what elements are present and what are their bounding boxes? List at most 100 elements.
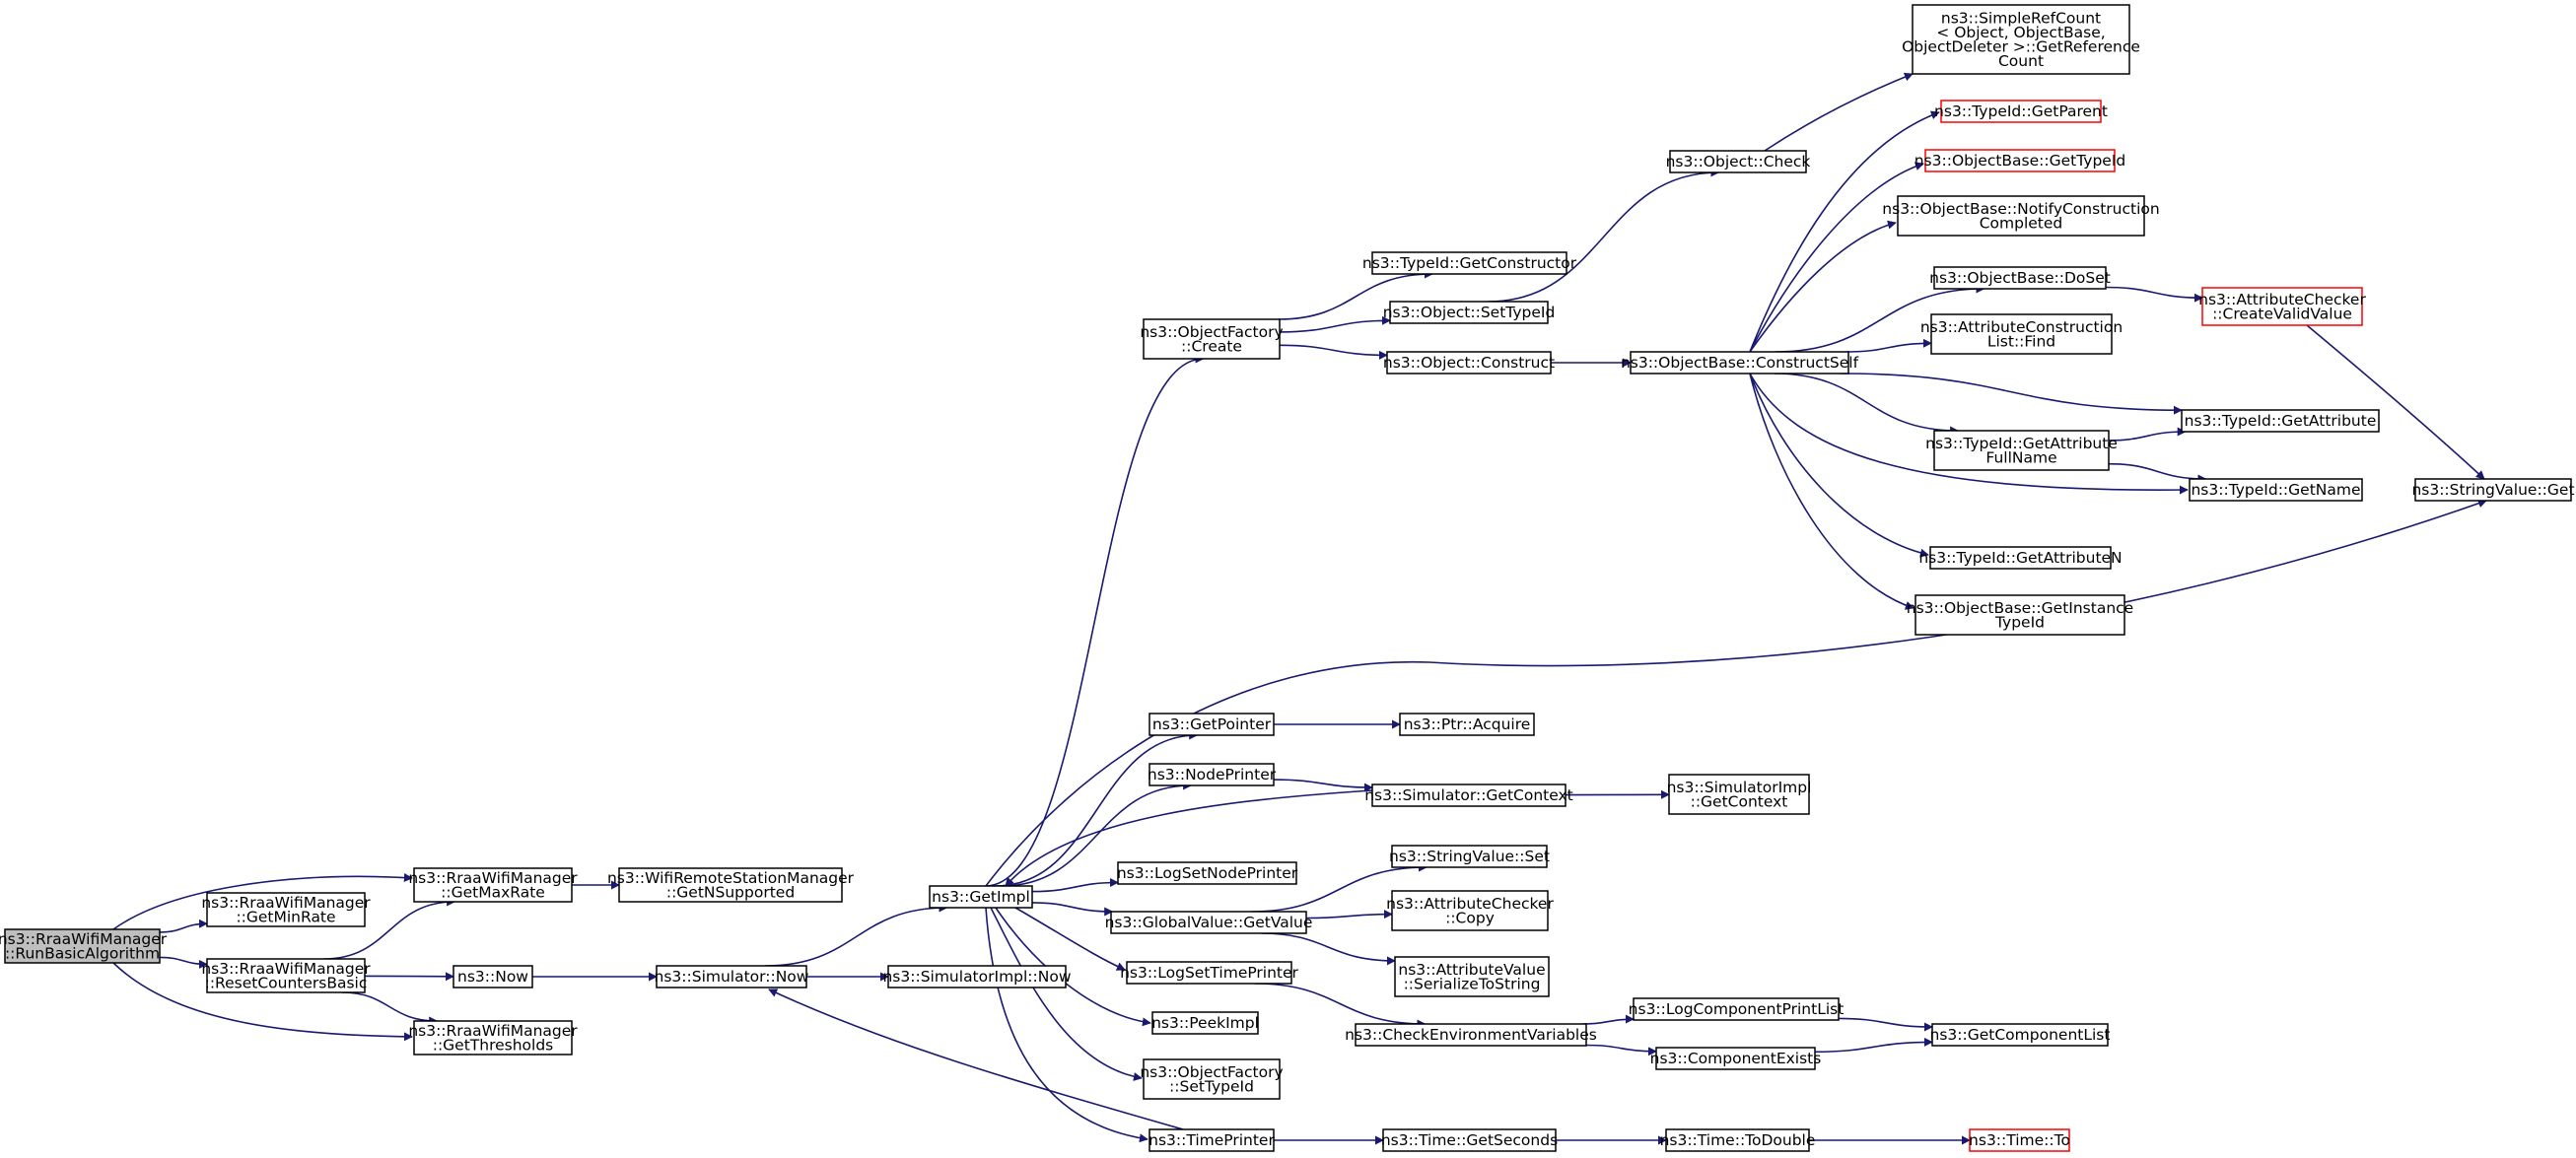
edge-run_basic-to-reset_counters xyxy=(159,956,208,969)
node-label: ns3::ObjectBase::GetTypeId xyxy=(1915,152,2126,170)
node-object-set-typeid[interactable]: ns3::Object::SetTypeId xyxy=(1383,301,1556,324)
node-get-component-list[interactable]: ns3::GetComponentList xyxy=(1930,1023,2111,1047)
node-box xyxy=(1933,266,2107,290)
node-get-pointer[interactable]: ns3::GetPointer xyxy=(1149,713,1275,736)
node-typeid-get-attribute[interactable]: ns3::TypeId::GetAttribute xyxy=(2181,409,2380,433)
edge-construct_self-to-typeid_get_attribute_n xyxy=(1749,373,1929,558)
node-typeid-get-parent[interactable]: ns3::TypeId::GetParent xyxy=(1934,100,2108,123)
node-box xyxy=(2414,478,2572,502)
edge-construct_self-to-typeid_get_attr_fullname xyxy=(1774,373,1960,436)
node-box xyxy=(656,965,807,988)
node-label: ns3::AttributeValue xyxy=(1398,961,1545,979)
node-object-construct[interactable]: ns3::Object::Construct xyxy=(1383,351,1555,375)
node-box xyxy=(1912,4,2130,75)
node-simulator-now[interactable]: ns3::Simulator::Now xyxy=(655,965,809,988)
node-ptr-acquire[interactable]: ns3::Ptr::Acquire xyxy=(1399,713,1535,736)
node-label: ns3::TypeId::GetName xyxy=(2191,481,2360,499)
node-typeid-get-attribute-n[interactable]: ns3::TypeId::GetAttributeN xyxy=(1918,546,2123,570)
node-label: ::ResetCountersBasic xyxy=(205,974,368,991)
node-check-env[interactable]: ns3::CheckEnvironmentVariables xyxy=(1345,1023,1597,1047)
node-time-printer[interactable]: ns3::TimePrinter xyxy=(1149,1128,1275,1152)
node-time-to-double[interactable]: ns3::Time::ToDouble xyxy=(1660,1128,1816,1152)
node-time-to[interactable]: ns3::Time::To xyxy=(1969,1128,2070,1152)
node-notify-construction[interactable]: ns3::ObjectBase::NotifyConstructionCompl… xyxy=(1882,195,2160,237)
node-label: ns3::SimulatorImpl xyxy=(1667,779,1812,796)
node-box xyxy=(1149,1128,1275,1152)
edge-object_factory_create-to-object_construct xyxy=(1279,344,1388,360)
node-attr-checker-create[interactable]: ns3::AttributeChecker::CreateValidValue xyxy=(2198,287,2366,326)
node-label: < Object, ObjectBase, xyxy=(1936,24,2105,41)
node-log-set-time-printer[interactable]: ns3::LogSetTimePrinter xyxy=(1120,961,1299,985)
node-box xyxy=(1633,997,1840,1021)
node-log-set-node-printer[interactable]: ns3::LogSetNodePrinter xyxy=(1117,861,1298,885)
node-attr-checker-copy[interactable]: ns3::AttributeChecker::Copy xyxy=(1386,890,1554,931)
node-label: FullName xyxy=(1985,448,2056,466)
node-object-factory-set-typeid[interactable]: ns3::ObjectFactory::SetTypeId xyxy=(1140,1058,1284,1100)
node-simulatorimpl-get-context[interactable]: ns3::SimulatorImpl::GetContext xyxy=(1667,774,1812,815)
edge-global_value_get-to-string_value_set xyxy=(1251,862,1427,913)
edge-reset_counters-to-get_thresholds xyxy=(341,991,439,1026)
node-simple-ref-count[interactable]: ns3::SimpleRefCount< Object, ObjectBase,… xyxy=(1902,4,2140,75)
edge-get_impl-to-log_set_node_printer xyxy=(1031,878,1119,893)
node-get-thresholds[interactable]: ns3::RraaWifiManager::GetThresholds xyxy=(408,1020,578,1056)
node-log-component-print[interactable]: ns3::LogComponentPrintList xyxy=(1629,997,1845,1021)
node-typeid-get-name[interactable]: ns3::TypeId::GetName xyxy=(2189,478,2363,502)
node-box xyxy=(1151,1011,1259,1035)
node-run-basic[interactable]: ns3::RraaWifiManager::RunBasicAlgorithm xyxy=(0,928,168,964)
edge-get_impl-to-object_factory_set_typeid xyxy=(990,907,1143,1081)
node-label: ns3::SimulatorImpl::Now xyxy=(882,968,1071,986)
node-get-min-rate[interactable]: ns3::RraaWifiManager::GetMinRate xyxy=(201,892,371,927)
node-simulator-get-context[interactable]: ns3::Simulator::GetContext xyxy=(1364,783,1573,807)
node-component-exists[interactable]: ns3::ComponentExists xyxy=(1650,1047,1822,1070)
node-typeid-get-constructor[interactable]: ns3::TypeId::GetConstructor xyxy=(1362,251,1577,275)
node-box xyxy=(206,892,366,927)
node-label: ns3::LogSetNodePrinter xyxy=(1117,864,1298,882)
edge-reset_counters-to-get_max_rate xyxy=(323,897,456,960)
node-box xyxy=(2181,409,2380,433)
node-label: ::Create xyxy=(1181,337,1242,355)
node-box xyxy=(413,1020,573,1056)
node-label: ns3::ObjectBase::NotifyConstruction xyxy=(1882,200,2159,218)
node-time-get-seconds[interactable]: ns3::Time::GetSeconds xyxy=(1381,1128,1558,1152)
node-label: ns3::Time::GetSeconds xyxy=(1381,1131,1558,1149)
node-attr-value-serialize[interactable]: ns3::AttributeValue::SerializeToString xyxy=(1394,956,1550,997)
node-box xyxy=(618,867,843,903)
edge-node_printer-to-simulator_get_context xyxy=(1273,779,1373,792)
edge-get_impl-to-log_set_time_printer xyxy=(1014,907,1126,971)
node-label: ::GetMaxRate xyxy=(441,883,545,901)
node-label: ns3::WifiRemoteStationManager xyxy=(607,869,855,887)
edge-simulator_now-to-get_impl xyxy=(765,903,948,967)
node-get-n-supported[interactable]: ns3::WifiRemoteStationManager::GetNSuppo… xyxy=(607,867,855,903)
node-box xyxy=(1655,1047,1816,1070)
node-label: ns3::ObjectBase::ConstructSelf xyxy=(1621,354,1859,372)
node-object-check[interactable]: ns3::Object::Check xyxy=(1666,150,1811,173)
edge-object_factory_create-to-typeid_get_constructor xyxy=(1278,269,1433,320)
edge-log_component_print-to-get_component_list xyxy=(1838,1017,1933,1032)
edge-get_impl-to-object_factory_create xyxy=(985,354,1205,887)
node-label: ns3::GlobalValue::GetValue xyxy=(1105,914,1313,931)
node-objectbase-doset[interactable]: ns3::ObjectBase::DoSet xyxy=(1929,266,2111,290)
node-get-max-rate[interactable]: ns3::RraaWifiManager::GetMaxRate xyxy=(408,867,578,903)
node-node-printer[interactable]: ns3::NodePrinter xyxy=(1148,763,1277,786)
node-string-value-set[interactable]: ns3::StringValue::Set xyxy=(1389,845,1550,868)
node-box xyxy=(4,928,161,964)
node-global-value-get[interactable]: ns3::GlobalValue::GetValue xyxy=(1105,911,1313,934)
node-simulatorimpl-now[interactable]: ns3::SimulatorImpl::Now xyxy=(882,965,1072,988)
node-reset-counters[interactable]: ns3::RraaWifiManager::ResetCountersBasic xyxy=(201,958,371,993)
node-label: List::Find xyxy=(1987,332,2055,350)
node-object-factory-create[interactable]: ns3::ObjectFactory::Create xyxy=(1140,318,1284,360)
edge-construct_self-to-get_instance_typeid xyxy=(1749,373,1915,610)
node-string-value-get[interactable]: ns3::StringValue::Get xyxy=(2411,478,2575,502)
edge-typeid_get_attr_fullname-to-typeid_get_name xyxy=(2108,462,2207,484)
edge-object_factory_create-to-object_set_typeid xyxy=(1279,315,1391,333)
node-objectbase-get-typeid[interactable]: ns3::ObjectBase::GetTypeId xyxy=(1915,149,2126,172)
node-now[interactable]: ns3::Now xyxy=(453,965,533,988)
node-peek-impl[interactable]: ns3::PeekImpl xyxy=(1151,1011,1259,1035)
edge-run_basic-to-get_min_rate xyxy=(159,919,208,933)
node-construct-self[interactable]: ns3::ObjectBase::ConstructSelf xyxy=(1621,351,1859,375)
edge-get_impl-to-string_value_get xyxy=(985,499,2487,887)
node-get-impl[interactable]: ns3::GetImpl xyxy=(929,885,1033,909)
